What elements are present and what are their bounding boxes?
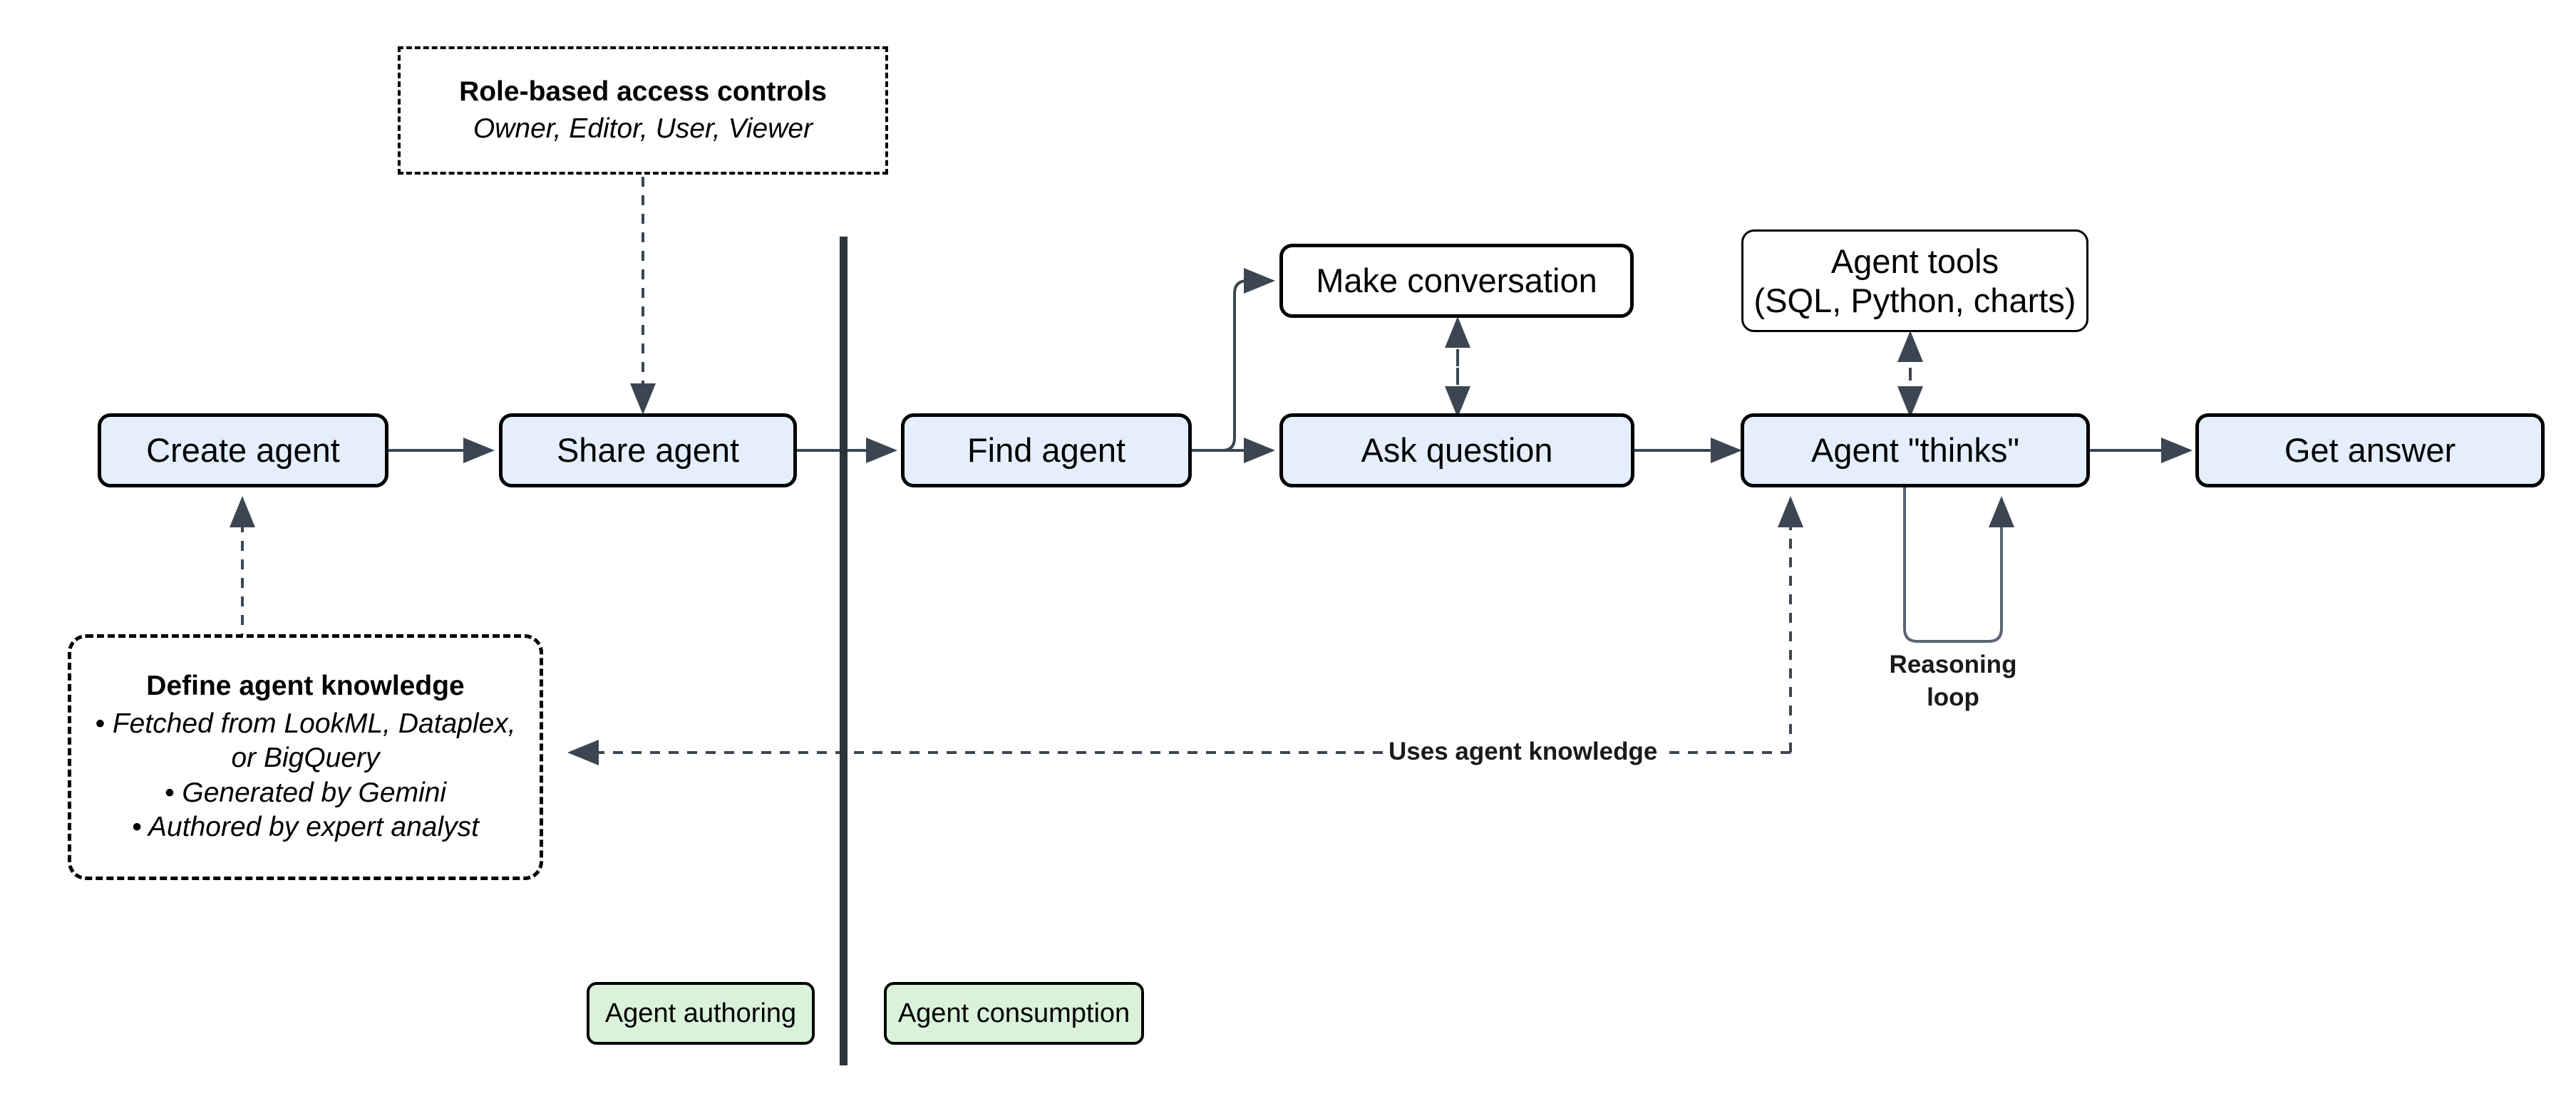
rbac-title: Role-based access controls: [459, 76, 827, 107]
node-make-conversation[interactable]: Make conversation: [1279, 244, 1634, 318]
knowledge-bullet-1: or BigQuery: [231, 743, 380, 774]
node-ask-question[interactable]: Ask question: [1279, 413, 1634, 487]
legend-agent-consumption: Agent consumption: [884, 982, 1144, 1045]
knowledge-bullet-0: • Fetched from LookML, Dataplex,: [95, 708, 516, 739]
edge-find-to-make-conversation: [1192, 268, 1275, 452]
agent-tools-line-2: (SQL, Python, charts): [1753, 281, 2076, 319]
reasoning-loop-line-1: Reasoning: [1889, 651, 2017, 678]
note-define-agent-knowledge: Define agent knowledge • Fetched from Lo…: [68, 634, 543, 880]
node-agent-thinks[interactable]: Agent "thinks": [1741, 413, 2090, 487]
knowledge-bullet-3: • Authored by expert analyst: [132, 811, 479, 842]
reasoning-loop-line-2: loop: [1927, 683, 1979, 711]
node-share-agent[interactable]: Share agent: [499, 413, 797, 487]
knowledge-bullet-2: • Generated by Gemini: [164, 777, 447, 808]
node-get-answer[interactable]: Get answer: [2195, 413, 2545, 487]
node-create-agent[interactable]: Create agent: [98, 413, 388, 487]
rbac-subtitle: Owner, Editor, User, Viewer: [473, 113, 813, 144]
knowledge-title: Define agent knowledge: [146, 670, 465, 701]
note-role-based-access-controls: Role-based access controls Owner, Editor…: [398, 46, 888, 175]
node-agent-tools[interactable]: Agent tools (SQL, Python, charts): [1741, 229, 2088, 332]
node-find-agent[interactable]: Find agent: [901, 413, 1192, 487]
agent-tools-line-1: Agent tools: [1830, 242, 1999, 280]
legend-agent-authoring: Agent authoring: [587, 982, 815, 1045]
section-divider: [840, 237, 847, 1065]
edge-reasoning-loop: [1903, 486, 2014, 643]
label-reasoning-loop: Reasoning loop: [1867, 648, 2039, 713]
label-uses-agent-knowledge: Uses agent knowledge: [1383, 738, 1664, 766]
